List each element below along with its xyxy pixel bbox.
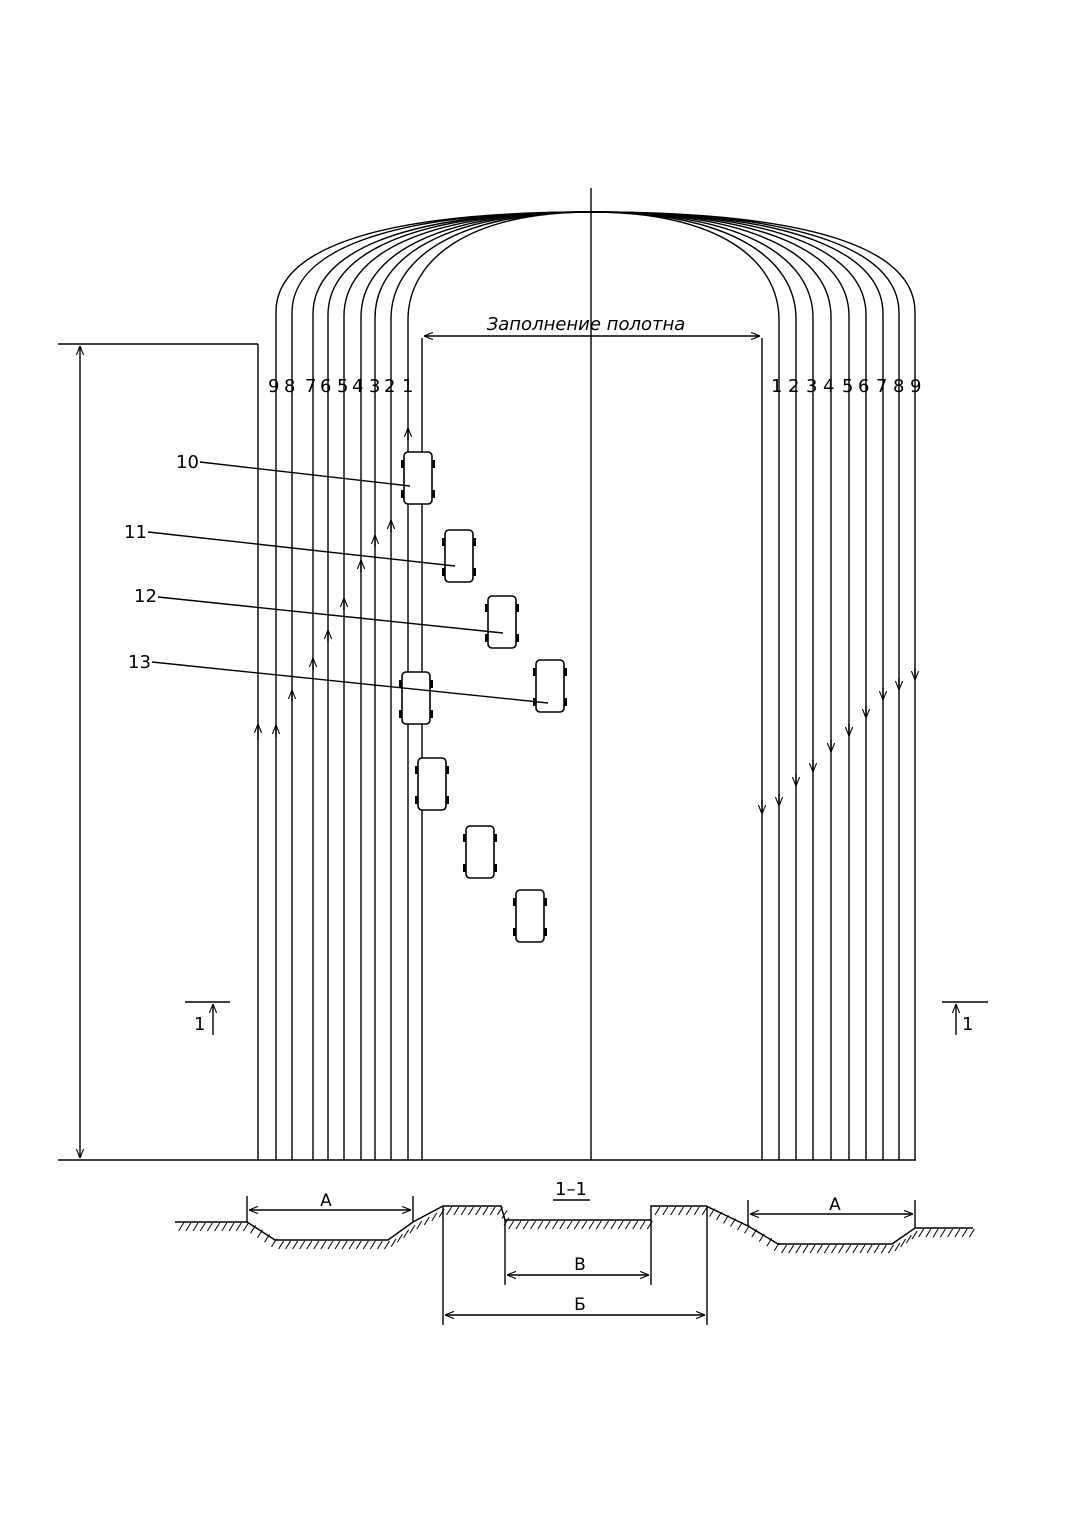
track-num-right-4: 4 xyxy=(823,376,834,397)
vehicle-1 xyxy=(401,451,435,505)
track-num-left-2: 2 xyxy=(384,376,395,397)
dim-a-right-label: А xyxy=(829,1195,841,1215)
tracks-group xyxy=(258,211,916,1160)
cross-section: 1–1 А А В Б xyxy=(175,1179,975,1325)
dim-v-label: В xyxy=(574,1255,586,1275)
track-num-left-6: 6 xyxy=(320,376,331,397)
track-num-right-1: 1 xyxy=(771,376,782,397)
vehicle-2 xyxy=(442,529,476,583)
vehicle-8 xyxy=(513,889,547,943)
section-marker-right: 1 xyxy=(942,1001,988,1035)
callouts-group: 10 11 12 13 xyxy=(124,452,549,704)
dim-v: В xyxy=(504,1220,652,1285)
vehicle-4 xyxy=(533,659,567,713)
track-num-left-7: 7 xyxy=(305,376,316,397)
callout-13: 13 xyxy=(128,652,151,673)
fill-label: Заполнение полотна xyxy=(487,314,686,335)
vehicle-3 xyxy=(485,595,519,649)
track-num-right-6: 6 xyxy=(858,376,869,397)
track-num-right-2: 2 xyxy=(788,376,799,397)
leader-12 xyxy=(157,596,504,634)
track-num-right-7: 7 xyxy=(876,376,887,397)
section-title: 1–1 xyxy=(555,1179,587,1200)
vehicle-6 xyxy=(415,757,449,811)
track-num-right-5: 5 xyxy=(842,376,853,397)
track-num-left-8: 8 xyxy=(284,376,295,397)
height-dimension xyxy=(58,343,258,1161)
vehicle-7 xyxy=(463,825,497,879)
track-num-left-5: 5 xyxy=(337,376,348,397)
vehicle-5 xyxy=(399,671,433,725)
track-num-right-8: 8 xyxy=(893,376,904,397)
dim-a-right: А xyxy=(747,1195,916,1228)
track-7 xyxy=(312,211,884,1160)
dim-a-left: А xyxy=(246,1191,414,1222)
leader-13 xyxy=(151,661,549,704)
track-1 xyxy=(407,211,780,1160)
track-num-left-1: 1 xyxy=(402,376,413,397)
callout-12: 12 xyxy=(134,586,157,607)
leader-11 xyxy=(147,531,456,567)
track-numbers-right: 1 2 3 4 5 6 7 8 9 xyxy=(771,376,921,397)
track-num-right-9: 9 xyxy=(910,376,921,397)
vehicles-group xyxy=(399,451,567,943)
track-num-left-3: 3 xyxy=(369,376,380,397)
track-num-left-4: 4 xyxy=(352,376,363,397)
track-num-right-3: 3 xyxy=(806,376,817,397)
track-num-left-9: 9 xyxy=(268,376,279,397)
track-numbers-left: 9 8 7 6 5 4 3 2 1 xyxy=(268,376,413,397)
section-mark-left: 1 xyxy=(194,1014,205,1035)
callout-11: 11 xyxy=(124,522,147,543)
dim-b: Б xyxy=(442,1206,708,1325)
section-mark-right: 1 xyxy=(962,1014,973,1035)
fill-dimension: Заполнение полотна xyxy=(424,314,760,336)
track-2 xyxy=(390,211,797,1160)
track-9 xyxy=(275,211,916,1160)
leader-10 xyxy=(199,461,411,487)
dim-a-left-label: А xyxy=(320,1191,332,1211)
track-3 xyxy=(374,211,814,1160)
dim-b-label: Б xyxy=(574,1295,586,1315)
ground-profile xyxy=(175,1205,973,1245)
callout-10: 10 xyxy=(176,452,199,473)
ground-hatching xyxy=(178,1206,975,1254)
section-marker-left: 1 xyxy=(185,1001,230,1035)
